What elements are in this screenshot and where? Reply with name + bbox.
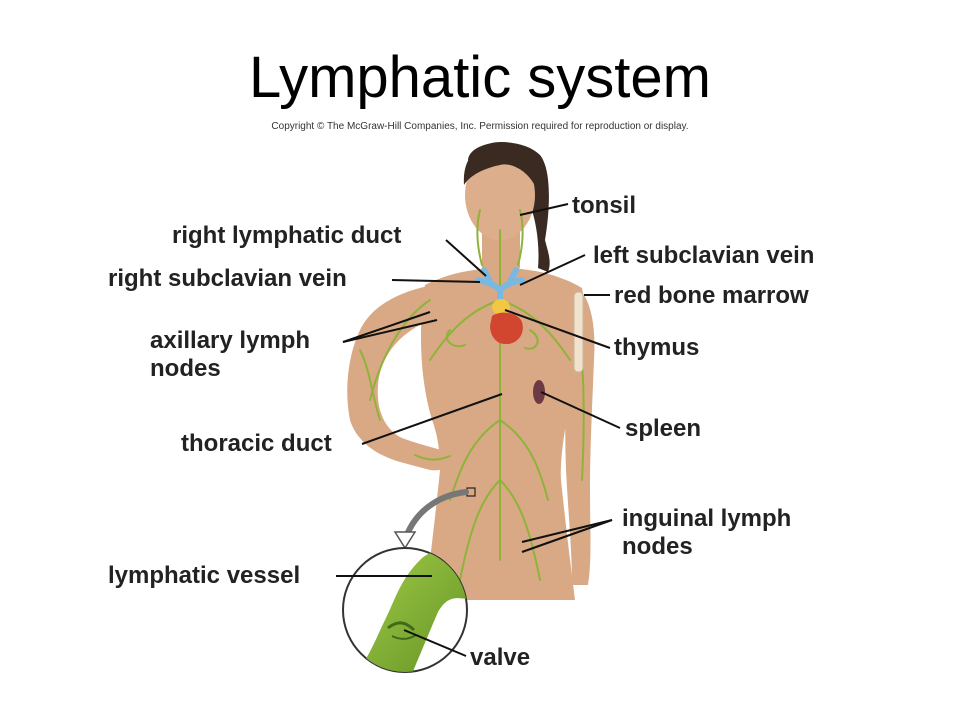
label-thoracic-duct: thoracic duct: [181, 430, 332, 457]
label-inguinal-lymph-nodes-line2: nodes: [622, 533, 693, 560]
lymph-vessel-network: [359, 209, 585, 581]
label-red-bone-marrow: red bone marrow: [614, 282, 809, 309]
label-valve: valve: [470, 644, 531, 671]
label-axillary-lymph-nodes-line1: axillary lymph: [150, 327, 311, 354]
head: [465, 150, 535, 240]
magnified-vessel-view: [342, 547, 468, 673]
label-thymus: thymus: [614, 334, 700, 361]
label-lymphatic-vessel: lymphatic vessel: [108, 562, 301, 589]
label-spleen: spleen: [625, 415, 702, 442]
copyright-notice: Copyright © The McGraw-Hill Companies, I…: [271, 121, 689, 132]
label-tonsil: tonsil: [572, 192, 636, 219]
leader-lines: [336, 203, 621, 657]
thymus-organ: [492, 299, 510, 315]
left-arm: [565, 288, 595, 585]
label-right-subclavian-vein: right subclavian vein: [108, 265, 347, 292]
hair-top: [463, 142, 537, 188]
slide-title: Lymphatic system: [249, 45, 711, 110]
bone-marrow-organ: [573, 291, 584, 373]
human-body-figure: [347, 142, 595, 600]
label-inguinal-lymph-nodes-line1: inguinal lymph: [622, 505, 792, 532]
label-right-lymphatic-duct: right lymphatic duct: [172, 222, 402, 249]
label-left-subclavian-vein: left subclavian vein: [593, 242, 815, 269]
spleen-organ: [533, 380, 545, 404]
heart-organ: [490, 312, 523, 345]
label-axillary-lymph-nodes-line2: nodes: [150, 355, 221, 382]
magnification-arrow-head: [393, 531, 417, 550]
